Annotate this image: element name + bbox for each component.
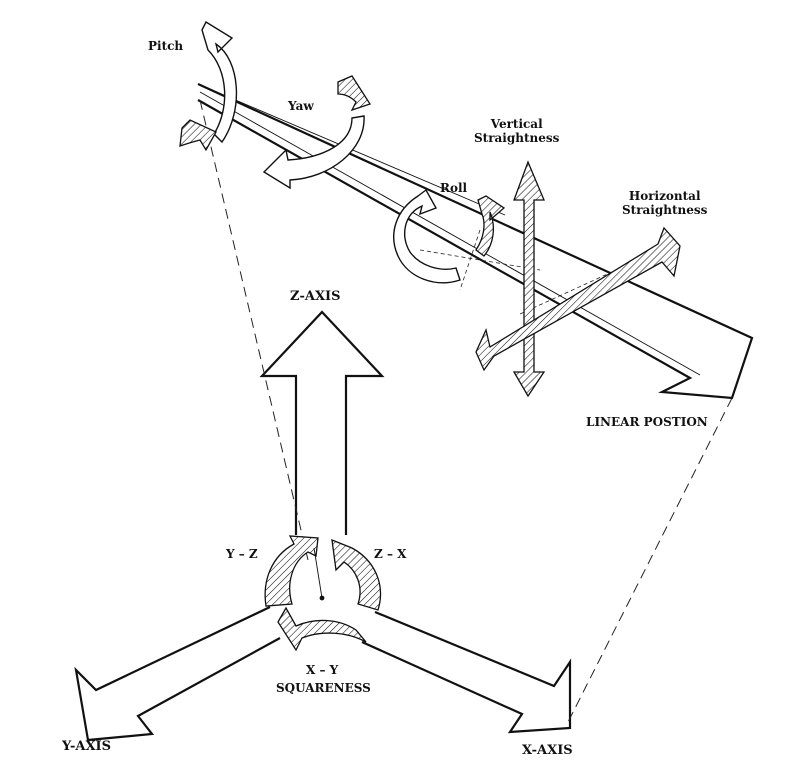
dashed-line-left xyxy=(199,99,309,561)
squareness-x-y-arrow xyxy=(277,606,367,652)
y-axis-label: Y-AXIS xyxy=(62,739,112,754)
roll-rotation-arrow xyxy=(393,188,506,284)
horizontal-straightness-arrow xyxy=(475,226,681,372)
dashed-line-right xyxy=(565,397,733,727)
pitch-label: Pitch xyxy=(148,39,184,53)
origin-pointer xyxy=(313,547,323,599)
x-y-label: X – Y xyxy=(306,663,339,677)
y-axis-arrow xyxy=(74,606,281,742)
yaw-rotation-arrow xyxy=(262,75,371,190)
x-axis-label: X-AXIS xyxy=(522,743,573,758)
squareness-z-x-arrow xyxy=(331,538,382,611)
beam-line xyxy=(199,91,701,376)
squareness-label: SQUARENESS xyxy=(276,681,371,695)
z-x-label: Z – X xyxy=(374,547,407,561)
z-axis-arrow xyxy=(259,310,385,535)
roll-label: Roll xyxy=(440,181,468,195)
origin-dot xyxy=(319,595,325,601)
z-axis-label: Z-AXIS xyxy=(290,289,341,304)
vertical-straightness-label: Vertical Straightness xyxy=(474,117,560,145)
roll-dashed xyxy=(419,229,541,291)
linear-position-label: LINEAR POSTION xyxy=(586,415,708,429)
squareness-y-z-arrow xyxy=(264,535,319,607)
x-axis-arrow xyxy=(361,610,572,734)
pitch-rotation-arrow xyxy=(179,21,238,152)
yaw-label: Yaw xyxy=(288,99,314,113)
y-z-label: Y – Z xyxy=(226,547,258,561)
vertical-straightness-arrow xyxy=(512,160,546,398)
horizontal-straightness-label: Horizontal Straightness xyxy=(622,189,708,217)
